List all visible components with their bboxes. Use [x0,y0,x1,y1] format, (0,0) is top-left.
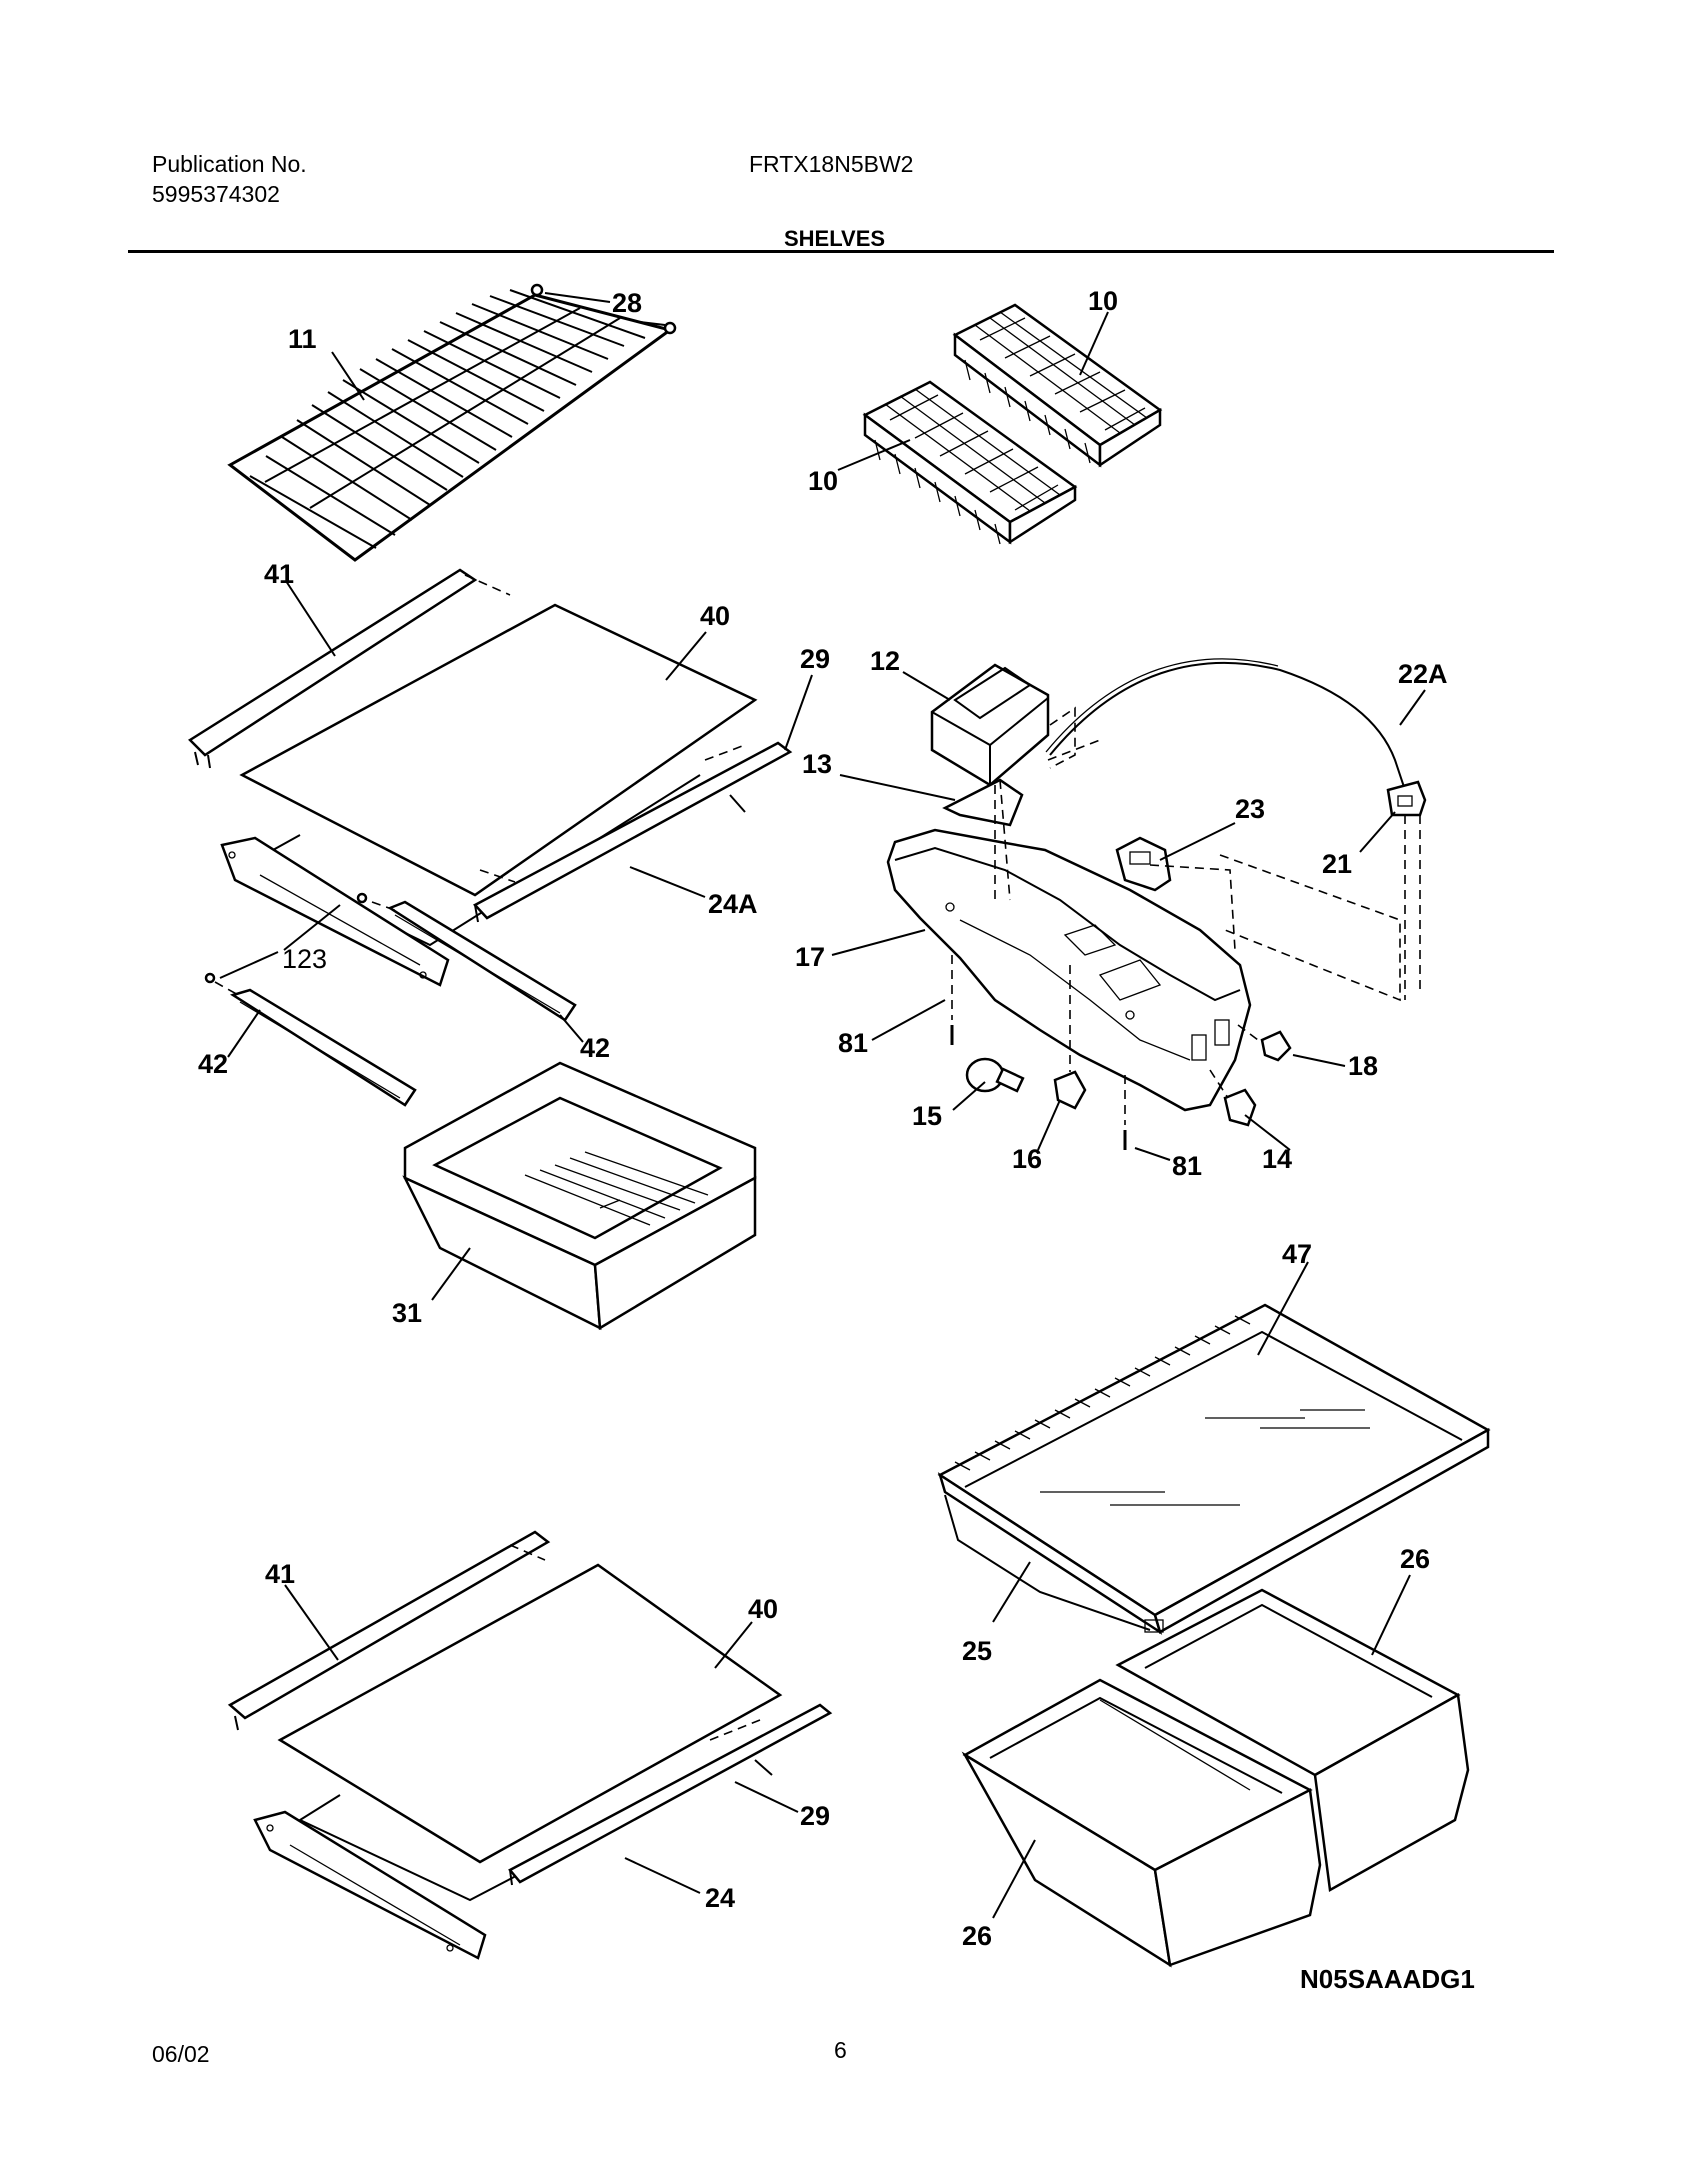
leader-81b [1134,1147,1171,1161]
footer-date: 06/02 [152,2041,210,2067]
leader-40b [714,1621,753,1669]
leader-16 [1037,1099,1061,1151]
leader-18 [1292,1054,1346,1067]
ice-tray-upper [952,303,1163,468]
header-rule [128,250,1554,253]
callout-26-left: 26 [962,1921,992,1951]
publication-label: Publication No. [152,151,307,177]
callout-24: 24 [705,1883,735,1913]
leader-41b [284,1584,339,1661]
callout-15: 15 [912,1101,942,1131]
callout-123: 123 [282,944,327,974]
leader-15 [952,1081,986,1111]
callout-25: 25 [962,1636,992,1666]
leader-40a [665,631,707,681]
leader-25 [992,1561,1031,1623]
leader-123a [283,904,341,951]
leader-26b [992,1839,1036,1919]
callout-14: 14 [1262,1144,1292,1174]
leader-42a [559,1014,584,1043]
callout-10-upper: 10 [1088,286,1118,316]
leader-47 [1257,1261,1309,1356]
leader-29b [734,1781,799,1813]
leader-11 [331,351,365,401]
leader-28b [639,321,666,326]
callout-40-lower: 40 [748,1594,778,1624]
leader-24 [624,1857,701,1894]
callout-41-lower: 41 [265,1559,295,1589]
leader-13 [839,774,956,801]
callout-13: 13 [802,749,832,779]
callout-12: 12 [870,646,900,676]
callout-31: 31 [392,1298,422,1328]
callout-17: 17 [795,942,825,972]
callout-22A: 22A [1398,659,1448,689]
leader-14 [1244,1114,1291,1151]
leader-23 [1159,822,1236,861]
page-number: 6 [834,2037,847,2063]
leader-10b [837,439,911,471]
callout-42-right: 42 [580,1033,610,1063]
leader-10a [1079,311,1109,376]
drawer-31-part [402,1061,757,1331]
callout-29-upper: 29 [800,644,830,674]
callout-47: 47 [1282,1239,1312,1269]
section-title: SHELVES [784,226,886,251]
leader-12 [902,671,951,701]
leader-29a [784,674,813,751]
callout-41-upper: 41 [264,559,294,589]
model-number: FRTX18N5BW2 [749,151,914,177]
wire-shelf-part [227,283,677,562]
callout-23: 23 [1235,794,1265,824]
leader-17 [831,929,926,956]
leader-42b [227,1009,261,1058]
callout-81-left: 81 [838,1028,868,1058]
callout-81-right: 81 [1172,1151,1202,1181]
callout-28: 28 [612,288,642,318]
callout-11: 11 [288,324,317,354]
callout-42-left: 42 [198,1049,228,1079]
leader-41a [285,580,336,657]
leader-26a [1371,1574,1411,1656]
diagram-code: N05SAAADG1 [1300,1964,1475,1994]
leader-31 [431,1247,471,1301]
leader-28a [544,292,611,303]
leader-123b [219,951,279,979]
leader-21 [1359,811,1396,853]
upper-glass-shelf-assembly [188,568,793,1107]
leader-24A [629,866,706,898]
leader-81a [871,999,946,1041]
callout-26-right: 26 [1400,1544,1430,1574]
callout-21: 21 [1322,849,1352,879]
callout-10-lower: 10 [808,466,838,496]
leader-22A [1399,689,1426,726]
crisper-cover-assembly [937,1303,1491,1635]
callout-24A: 24A [708,889,758,919]
callout-16: 16 [1012,1144,1042,1174]
crisper-pan-front [961,1678,1322,1968]
callout-40-upper: 40 [700,601,730,631]
ice-tray-lower [862,380,1078,545]
control-housing-assembly [886,658,1427,1150]
publication-number: 5995374302 [152,181,280,207]
callout-18: 18 [1348,1051,1378,1081]
crisper-pan-back [1115,1588,1470,1892]
callout-29-lower: 29 [800,1801,830,1831]
lower-glass-shelf-assembly [227,1530,833,1960]
